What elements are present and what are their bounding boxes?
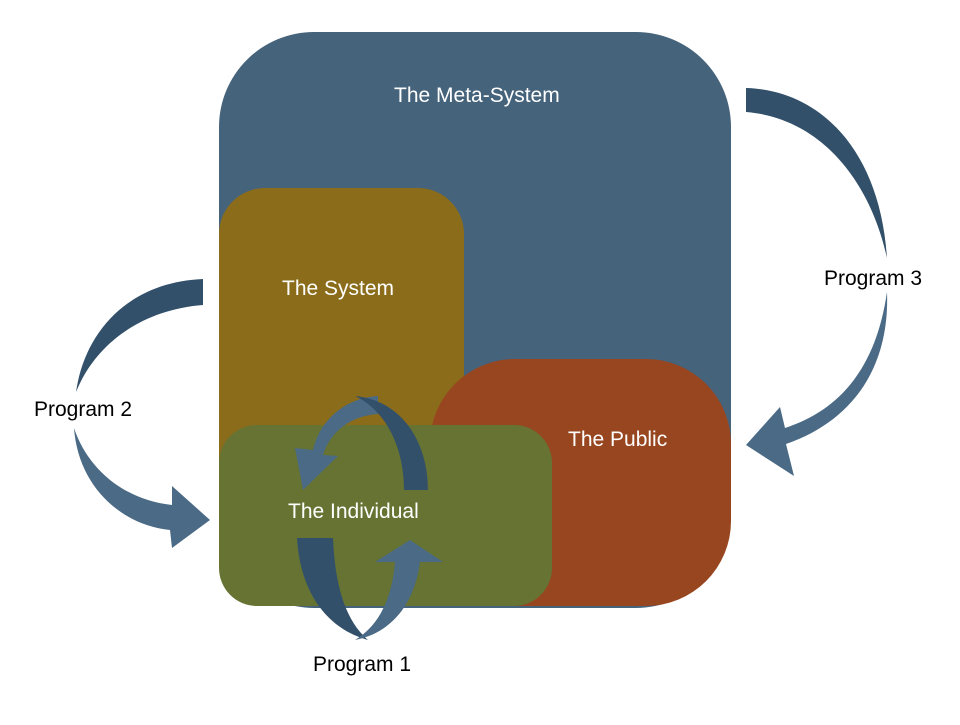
program-1-arrow-lower-right [355, 540, 443, 640]
program-1-arrow-upper-left [295, 396, 378, 490]
program-3-arrow-top [746, 88, 887, 258]
system-label: The System [282, 277, 395, 300]
meta-system-label: The Meta-System [394, 84, 560, 107]
program-1-arrow-upper-right [355, 396, 428, 490]
program-2-arrow-bottom [74, 428, 210, 548]
program-2-arrow-top [76, 279, 203, 392]
individual-label: The Individual [288, 500, 419, 523]
public-label: The Public [568, 428, 668, 451]
program-3-arrow-bottom [746, 292, 888, 476]
program-1-arrow-lower-left [297, 538, 368, 640]
program-3-label: Program 3 [824, 267, 923, 290]
program-1-label: Program 1 [313, 653, 412, 676]
program-2-label: Program 2 [34, 398, 133, 421]
